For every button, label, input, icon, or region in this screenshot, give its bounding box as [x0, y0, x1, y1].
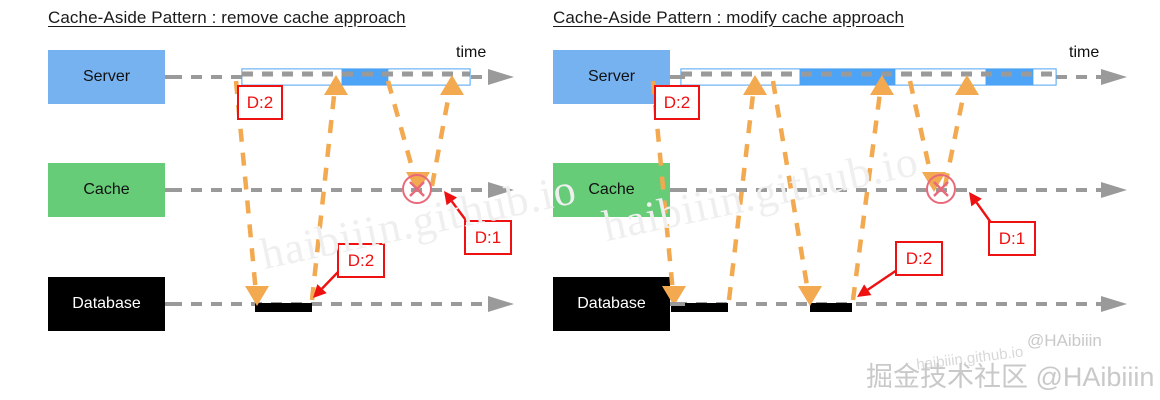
- server-band-segment-idle-0: [241, 68, 343, 86]
- panel-remove-cache-approach: Cache-Aside Pattern : remove cache appro…: [40, 0, 580, 400]
- message-m2: [309, 75, 348, 301]
- server-band-segment-busy-3: [985, 68, 1034, 86]
- annotation-pointer-shaft: [450, 200, 469, 224]
- database-activity-bar-1: [810, 303, 852, 312]
- message-shaft-m3: [770, 80, 810, 287]
- server-band-segment-idle-0: [680, 68, 801, 86]
- sequence-svg-right: [650, 68, 1127, 312]
- database-activity-bar-0: [671, 303, 728, 312]
- lane-arrowhead-server: [1101, 69, 1127, 85]
- message-m3: [385, 80, 430, 192]
- message-arrowhead-m1: [662, 286, 686, 306]
- sequence-svg-left: [165, 68, 514, 312]
- annotation-pointer-a3: [969, 192, 993, 225]
- x-marker-circle: [926, 174, 956, 204]
- annotation-pointer-shaft: [321, 270, 340, 290]
- message-arrowhead-m2: [743, 75, 767, 95]
- panel-title: Cache-Aside Pattern : remove cache appro…: [48, 8, 406, 27]
- message-m4: [850, 75, 894, 301]
- x-marker-stroke-b: [409, 181, 425, 197]
- lane-node-server: Server: [553, 50, 670, 104]
- database-activity-bar-0: [255, 303, 312, 312]
- annotation-pointer-a2: [857, 269, 898, 297]
- server-band-segment-idle-2: [387, 68, 471, 86]
- lane-node-server: Server: [48, 50, 165, 104]
- annotation-pointer-head: [313, 284, 327, 298]
- lane-node-cache: Cache: [48, 163, 165, 217]
- lane-arrowhead-cache: [488, 182, 514, 198]
- annotation-d2-server: D:2: [237, 85, 283, 120]
- lane-node-cache: Cache: [553, 163, 670, 217]
- message-shaft-m6: [942, 94, 966, 187]
- message-m4: [429, 75, 464, 187]
- lane-arrowhead-database: [488, 296, 514, 312]
- message-arrowhead-m2: [324, 75, 348, 95]
- cache-miss-x-marker: [926, 174, 956, 204]
- message-arrowhead-m6: [955, 75, 979, 95]
- annotation-pointer-a3: [444, 191, 469, 224]
- server-band-segment-busy-1: [341, 68, 389, 86]
- x-marker-stroke-b: [933, 181, 949, 197]
- message-m3: [770, 80, 822, 306]
- x-marker-circle: [402, 174, 432, 204]
- message-m6: [942, 75, 979, 187]
- annotation-pointer-shaft: [975, 201, 993, 225]
- message-shaft-m3: [385, 80, 416, 173]
- annotation-pointer-a2: [313, 270, 340, 298]
- message-shaft-m5: [907, 80, 933, 173]
- panel-modify-cache-approach: Cache-Aside Pattern : modify cache appro…: [545, 0, 1127, 400]
- lane-arrowhead-cache: [1101, 182, 1127, 198]
- annotation-d2-server: D:2: [654, 85, 700, 120]
- message-arrowhead-m1: [245, 286, 269, 306]
- lane-node-database: Database: [553, 277, 670, 331]
- message-arrowhead-m4: [440, 75, 464, 95]
- time-axis-label: time: [456, 44, 487, 61]
- server-band-segment-idle-4: [1032, 68, 1057, 86]
- message-arrowhead-m4: [870, 75, 894, 95]
- message-arrowhead-m3: [798, 286, 822, 306]
- message-shaft-m2: [726, 94, 756, 301]
- annotation-d2-database: D:2: [337, 243, 385, 278]
- annotation-pointer-head: [857, 284, 872, 297]
- panel-title: Cache-Aside Pattern : modify cache appro…: [553, 8, 905, 27]
- lane-arrowhead-server: [488, 69, 514, 85]
- annotation-d1-cache: D:1: [988, 221, 1036, 256]
- lane-arrowhead-database: [1101, 296, 1127, 312]
- annotation-pointer-shaft: [867, 269, 898, 291]
- annotation-pointer-head: [444, 191, 457, 206]
- lane-node-database: Database: [48, 277, 165, 331]
- annotation-d2-database: D:2: [895, 241, 943, 276]
- annotation-pointer-head: [969, 192, 982, 207]
- message-shaft-m4: [850, 94, 882, 301]
- time-axis-label: time: [1069, 44, 1100, 61]
- message-shaft-m4: [429, 94, 452, 187]
- message-shaft-m2: [309, 94, 337, 301]
- annotation-d1-cache: D:1: [464, 220, 512, 255]
- cache-miss-x-marker: [402, 174, 432, 204]
- message-m2: [726, 75, 767, 301]
